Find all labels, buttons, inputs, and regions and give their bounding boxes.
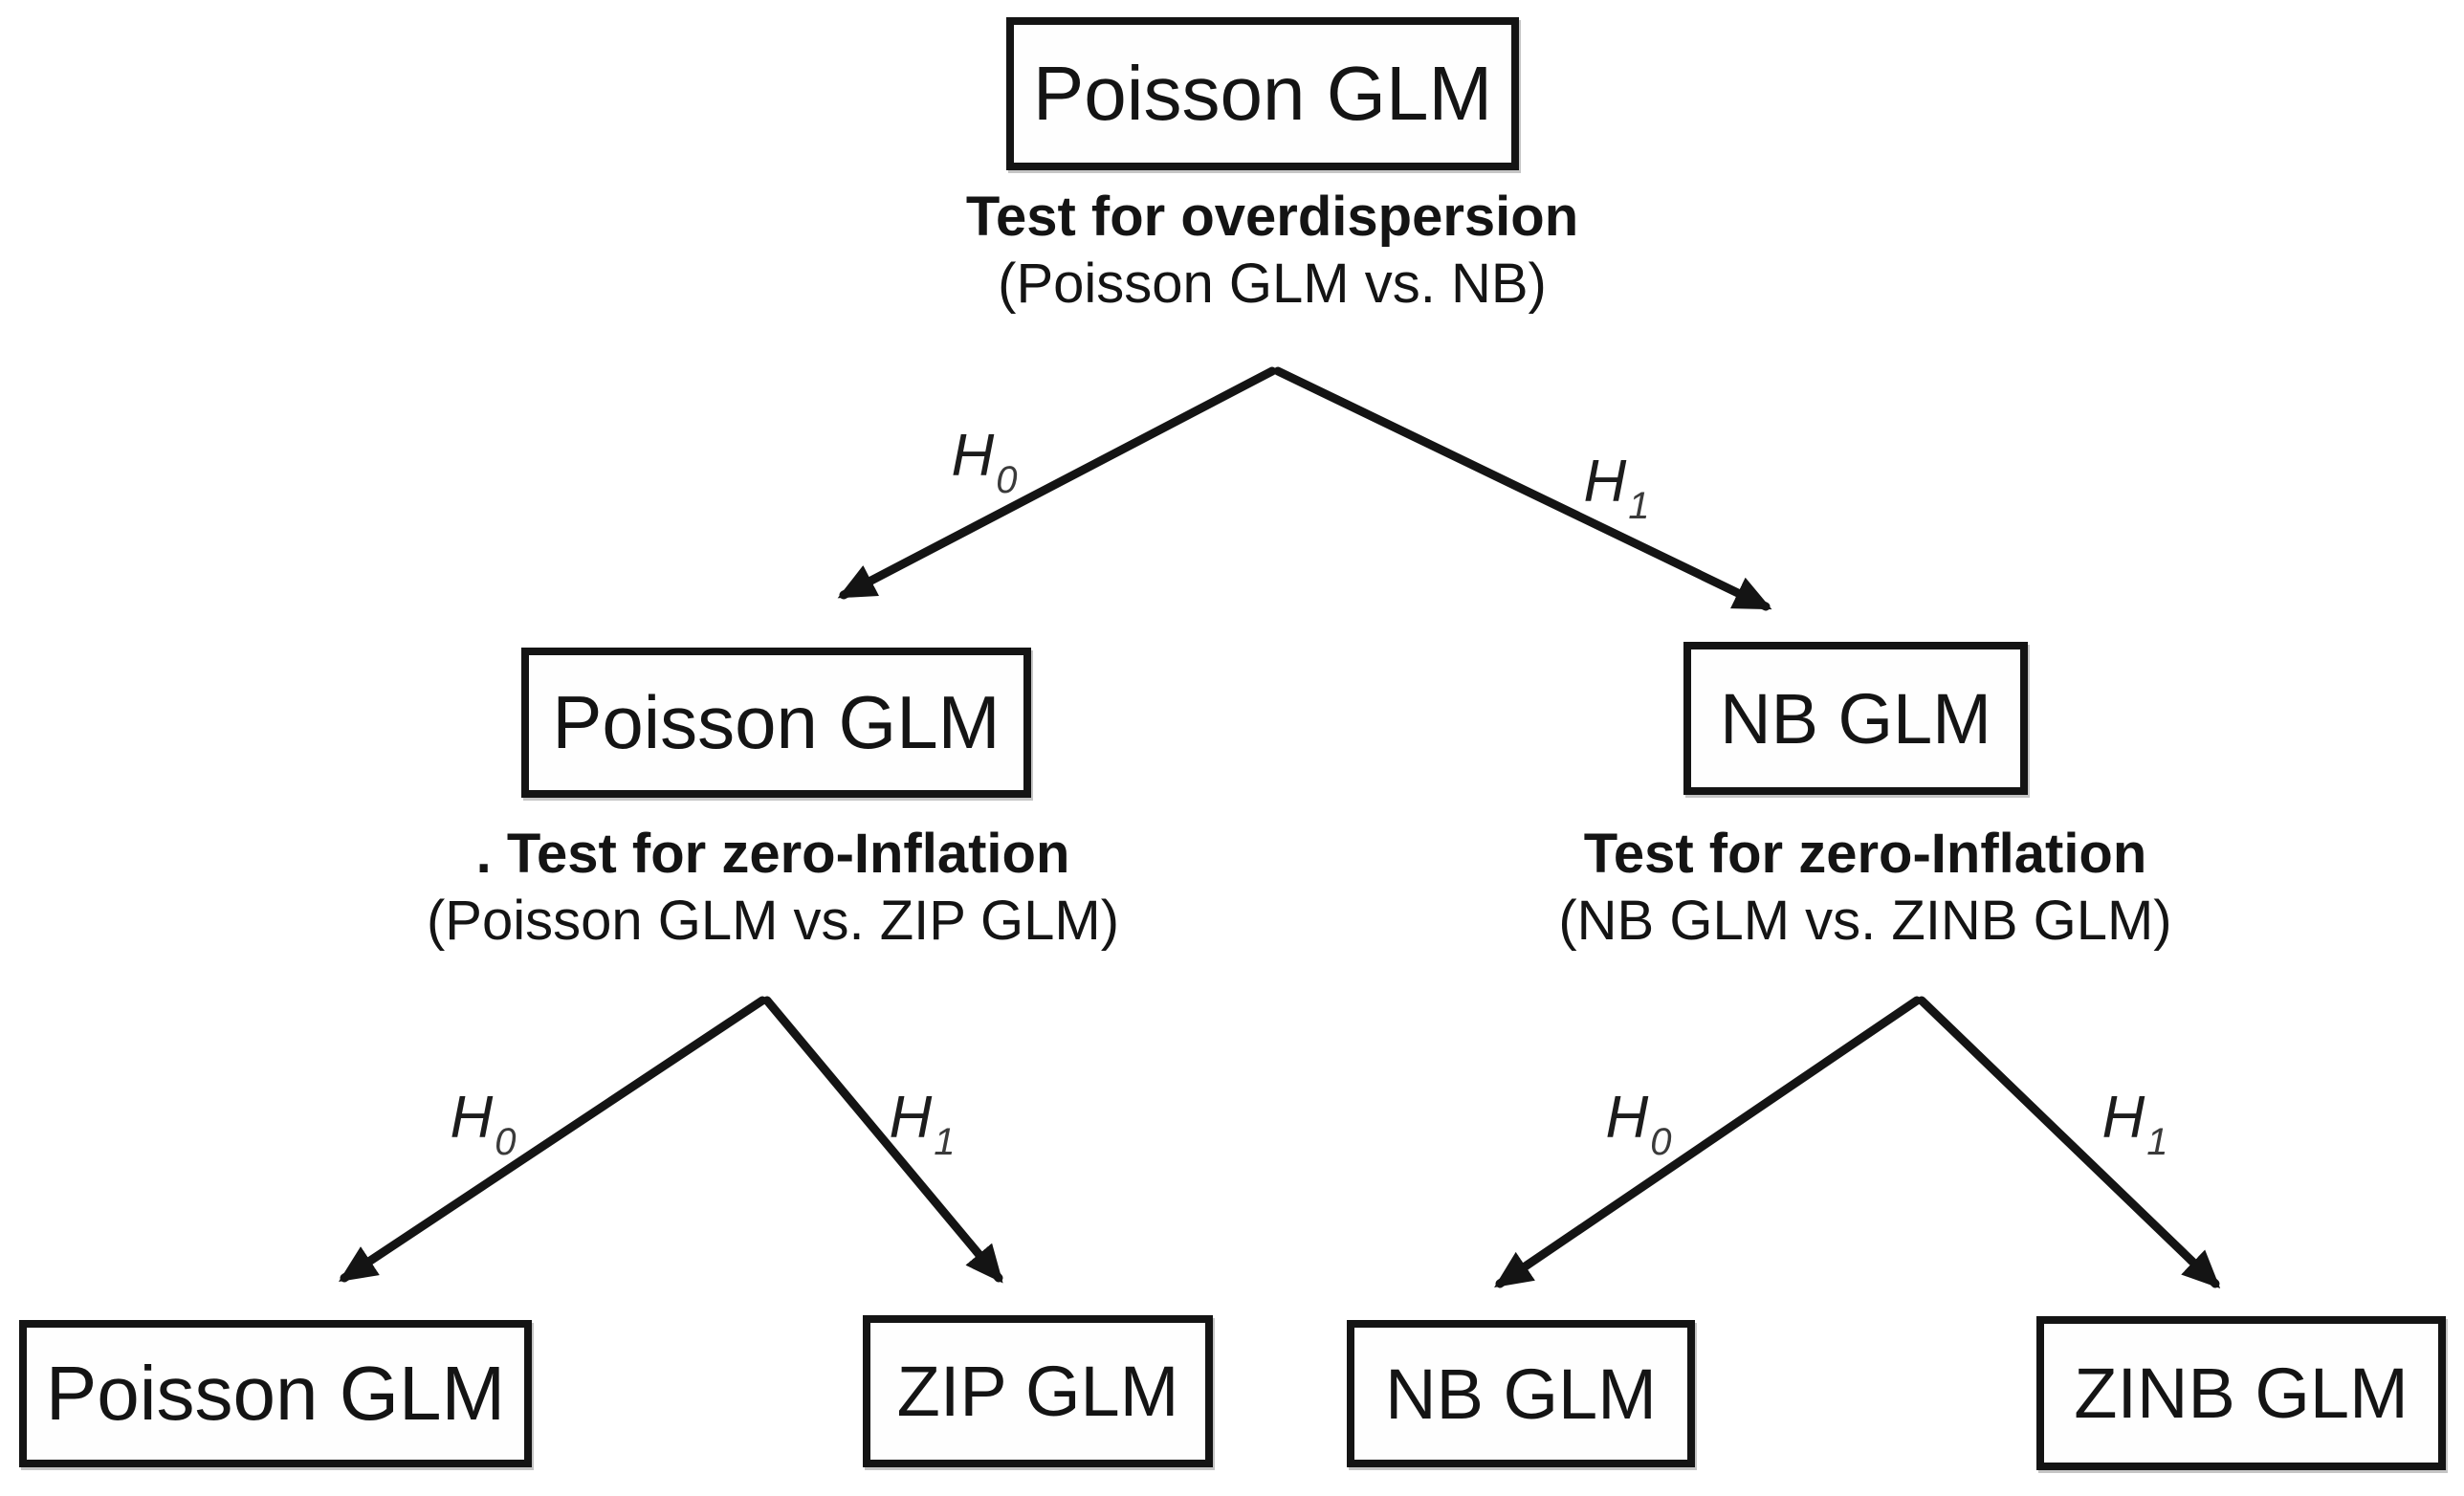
caption-overdispersion-test: Test for overdispersion (Poisson GLM vs.…	[746, 184, 1798, 318]
edge-label-h0-zero-inflation-right: H0	[1605, 1085, 1672, 1163]
node-mid-right-label: NB GLM	[1720, 678, 1991, 759]
edge-label-h1-overdispersion: H1	[1583, 449, 1650, 527]
edge-label-h0-overdispersion: H0	[951, 423, 1018, 501]
leaf-nb-label: NB GLM	[1385, 1353, 1657, 1434]
node-leaf-nb-glm: NB GLM	[1347, 1320, 1695, 1467]
leaf-poisson-label: Poisson GLM	[45, 1351, 506, 1436]
zero-inflation-right-title: Test for zero-Inflation	[1583, 823, 2147, 885]
caption-zero-inflation-test-left: . Test for zero-Inflation (Poisson GLM v…	[247, 821, 1299, 955]
node-mid-poisson-glm: Poisson GLM	[521, 648, 1031, 798]
caption-zero-inflation-test-right: Test for zero-Inflation (NB GLM vs. ZINB…	[1339, 821, 2391, 955]
zero-inflation-left-subtitle: (Poisson GLM vs. ZIP GLM)	[426, 890, 1120, 952]
arrow-root-to-nb-h1	[1273, 366, 1772, 611]
node-mid-nb-glm: NB GLM	[1683, 642, 2028, 795]
overdispersion-test-title: Test for overdispersion	[965, 186, 1579, 248]
edge-label-h0-zero-inflation-left: H0	[450, 1085, 517, 1163]
node-mid-left-label: Poisson GLM	[552, 680, 1001, 764]
arrow-midright-to-zinb-h1	[1917, 996, 2221, 1288]
zero-inflation-left-title: . Test for zero-Inflation	[475, 823, 1070, 885]
edge-label-h1-zero-inflation-left: H1	[889, 1085, 956, 1163]
arrow-midleft-to-zip-h1	[762, 996, 1003, 1284]
leaf-zip-label: ZIP GLM	[896, 1352, 1179, 1431]
overdispersion-test-subtitle: (Poisson GLM vs. NB)	[998, 253, 1547, 315]
zero-inflation-right-subtitle: (NB GLM vs. ZINB GLM)	[1558, 890, 2172, 952]
edge-label-h1-zero-inflation-right: H1	[2101, 1085, 2168, 1163]
leaf-zinb-label: ZINB GLM	[2074, 1353, 2409, 1433]
node-leaf-zinb-glm: ZINB GLM	[2036, 1316, 2446, 1470]
node-root-label: Poisson GLM	[1032, 51, 1493, 136]
arrow-midleft-to-poisson-h0	[339, 996, 767, 1283]
node-root-poisson-glm: Poisson GLM	[1006, 17, 1519, 170]
arrow-root-to-poisson-h0	[837, 366, 1277, 600]
node-leaf-poisson-glm: Poisson GLM	[19, 1320, 532, 1467]
arrow-midright-to-nb-h0	[1494, 996, 1922, 1288]
node-leaf-zip-glm: ZIP GLM	[863, 1315, 1213, 1467]
